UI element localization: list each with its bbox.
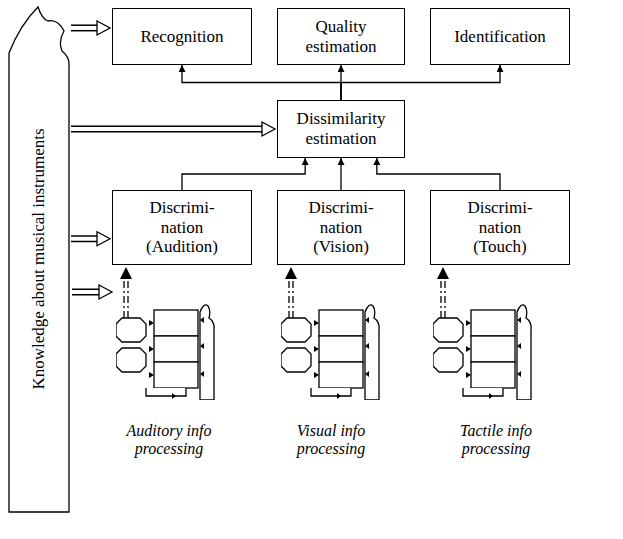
box-label: Discrimi- nation (Touch) (467, 198, 532, 257)
process-box: Discrimi- nation (Touch) (430, 190, 570, 265)
connector (70, 122, 275, 136)
box-label: Discrimi- nation (Vision) (308, 198, 373, 257)
result-box: Quality estimation (277, 8, 405, 65)
connector (70, 232, 110, 246)
connector (341, 65, 500, 100)
process-box: Dissimilarity estimation (277, 100, 405, 158)
connector (182, 65, 341, 100)
connector (70, 21, 110, 35)
result-box: Identification (430, 8, 570, 65)
caption-label: Auditory info processing (110, 422, 228, 459)
box-label: Quality estimation (306, 17, 377, 56)
band-label: Knowledge about musical instruments (29, 128, 49, 389)
result-box: Recognition (112, 8, 252, 65)
box-label: Identification (454, 27, 546, 47)
connector (341, 158, 342, 190)
connector (377, 158, 500, 190)
box-label: Dissimilarity estimation (297, 109, 386, 148)
process-box: Discrimi- nation (Audition) (112, 190, 252, 265)
box-label: Recognition (140, 27, 223, 47)
knowledge-band: Knowledge about musical instruments (8, 5, 70, 513)
connector (182, 158, 305, 190)
caption-label: Visual info processing (272, 422, 390, 459)
box-label: Discrimi- nation (Audition) (146, 198, 218, 257)
caption-label: Tactile info processing (437, 422, 555, 459)
process-box: Discrimi- nation (Vision) (277, 190, 405, 265)
